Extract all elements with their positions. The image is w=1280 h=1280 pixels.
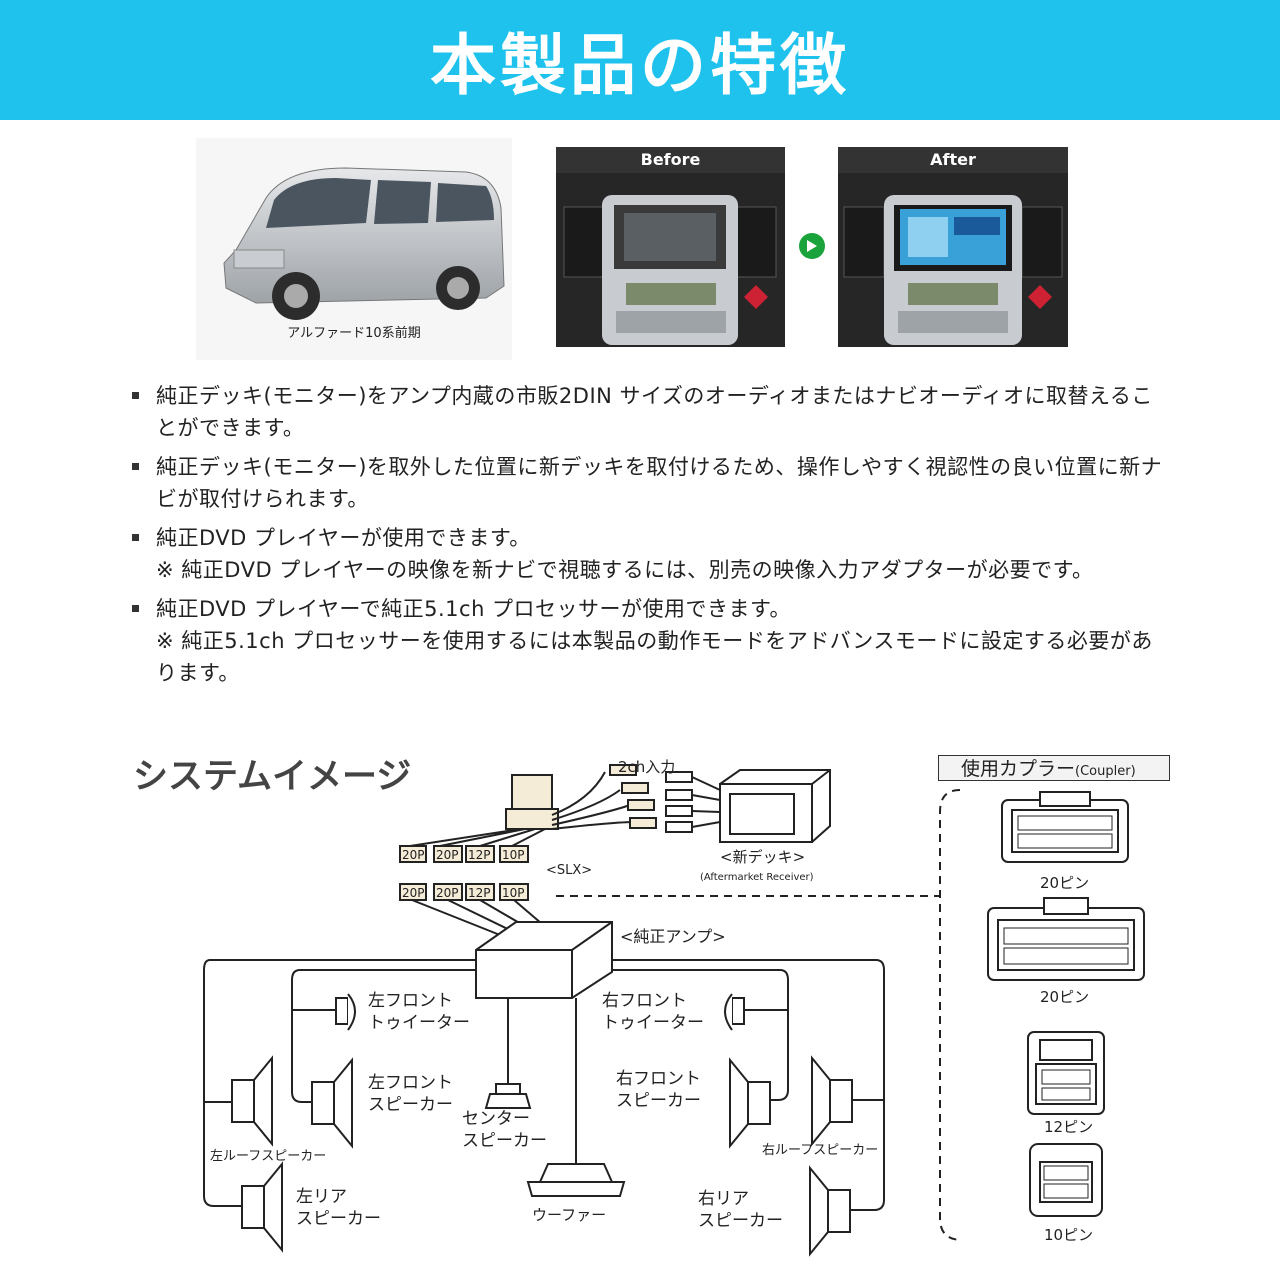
before-photo: Before [556, 147, 785, 347]
left-roof-speaker-icon [231, 1055, 273, 1147]
after-photo: After [838, 147, 1068, 347]
bullet-icon [132, 605, 139, 612]
slx-box-top [511, 774, 553, 810]
lf-speaker-label-2: スピーカー [368, 1095, 453, 1115]
r-rear-label-1: 右リア [698, 1189, 749, 1209]
deck-label: <新デッキ> [720, 848, 805, 866]
woofer-icon [526, 1163, 626, 1197]
connector-bottom-2: 12P [468, 886, 491, 900]
before-label: Before [556, 147, 785, 173]
feature-text: 純正デッキ(モニター)を取外した位置に新デッキを取付けるため、操作しやすく視認性… [156, 455, 1163, 511]
lf-speaker-label-1: 左フロント [368, 1073, 453, 1093]
deck-sub-label: (Aftermarket Receiver) [700, 872, 814, 883]
coupler-title-text: 使用カプラー [961, 758, 1076, 780]
center-speaker-icon [484, 1083, 532, 1109]
woofer-label: ウーファー [532, 1206, 606, 1224]
lf-tweeter-label-2: トゥイーター [368, 1013, 470, 1033]
connector-top-2: 12P [468, 848, 491, 862]
triangle-icon [807, 240, 817, 252]
r-roof-label: 右ルーフスピーカー [762, 1143, 878, 1158]
input-label: 2ch入力 [618, 758, 675, 776]
bullet-icon [132, 463, 139, 470]
rf-speaker-label-1: 右フロント [616, 1069, 701, 1089]
lf-tweeter-label-1: 左フロント [368, 991, 453, 1011]
amp-label: <純正アンプ> [620, 927, 726, 946]
left-tweeter-icon [335, 993, 356, 1031]
feature-note: ※ 純正5.1ch プロセッサーを使用するには本製品の動作モードをアドバンスモー… [156, 629, 1153, 685]
car-caption: アルファード10系前期 [287, 326, 421, 341]
connector-top-0: 20P [402, 848, 425, 862]
slx-box [505, 808, 559, 830]
right-rear-speaker-icon [809, 1165, 851, 1257]
system-image-title: システムイメージ [133, 757, 412, 797]
feature-text: 純正DVD プレイヤーが使用できます。 [156, 526, 531, 550]
factory-amp [475, 921, 613, 999]
feature-text: 純正デッキ(モニター)をアンプ内蔵の市販2DIN サイズのオーディオまたはナビオ… [156, 384, 1153, 440]
left-front-speaker-icon [311, 1057, 353, 1149]
feature-text: 純正DVD プレイヤーで純正5.1ch プロセッサーが使用できます。 [156, 597, 791, 621]
coupler-title-sub: (Coupler) [1075, 764, 1136, 779]
rf-tweeter-label-2: トゥイーター [602, 1013, 704, 1033]
center-label-2: スピーカー [462, 1131, 547, 1151]
connector-top-3: 10P [502, 848, 525, 862]
dashboard-before-illustration [556, 147, 785, 347]
coupler-title: 使用カプラー(Coupler) [938, 755, 1170, 781]
connector-bottom-3: 10P [502, 886, 525, 900]
right-tweeter-icon [724, 993, 745, 1031]
coupler-label-2: 12ピン [1044, 1118, 1093, 1136]
feature-item: 純正DVD プレイヤーで純正5.1ch プロセッサーが使用できます。 ※ 純正5… [130, 593, 1170, 689]
feature-note: ※ 純正DVD プレイヤーの映像を新ナビで視聴するには、別売の映像入力アダプター… [156, 558, 1094, 582]
feature-item: 純正DVD プレイヤーが使用できます。 ※ 純正DVD プレイヤーの映像を新ナビ… [130, 522, 1170, 586]
connector-bottom-0: 20P [402, 886, 425, 900]
feature-item: 純正デッキ(モニター)を取外した位置に新デッキを取付けるため、操作しやすく視認性… [130, 451, 1170, 515]
dashboard-after-illustration [838, 147, 1068, 347]
right-front-speaker-icon [729, 1057, 771, 1149]
car-photo: アルファード10系前期 [196, 138, 512, 360]
l-roof-label: 左ルーフスピーカー [210, 1149, 326, 1164]
right-roof-speaker-icon [811, 1055, 853, 1147]
play-arrow-icon [799, 233, 825, 259]
page-title: 本製品の特徴 [430, 27, 850, 104]
center-label-1: センター [462, 1109, 530, 1129]
connector-top-1: 20P [436, 848, 459, 862]
feature-item: 純正デッキ(モニター)をアンプ内蔵の市販2DIN サイズのオーディオまたはナビオ… [130, 380, 1170, 444]
rf-speaker-label-2: スピーカー [616, 1091, 701, 1111]
feature-list: 純正デッキ(モニター)をアンプ内蔵の市販2DIN サイズのオーディオまたはナビオ… [130, 380, 1170, 696]
l-rear-label-1: 左リア [296, 1187, 347, 1207]
car-illustration [223, 167, 505, 320]
bullet-icon [132, 534, 139, 541]
coupler-label-0: 20ピン [1040, 874, 1089, 892]
left-rear-speaker-icon [241, 1161, 283, 1253]
coupler-label-3: 10ピン [1044, 1226, 1093, 1244]
rf-tweeter-label-1: 右フロント [602, 991, 687, 1011]
after-label: After [838, 147, 1068, 173]
connector-bottom-1: 20P [436, 886, 459, 900]
r-rear-label-2: スピーカー [698, 1211, 783, 1231]
header-banner: 本製品の特徴 [0, 0, 1280, 120]
l-rear-label-2: スピーカー [296, 1209, 381, 1229]
bullet-icon [132, 392, 139, 399]
coupler-label-1: 20ピン [1040, 988, 1089, 1006]
slx-label: <SLX> [546, 863, 592, 878]
